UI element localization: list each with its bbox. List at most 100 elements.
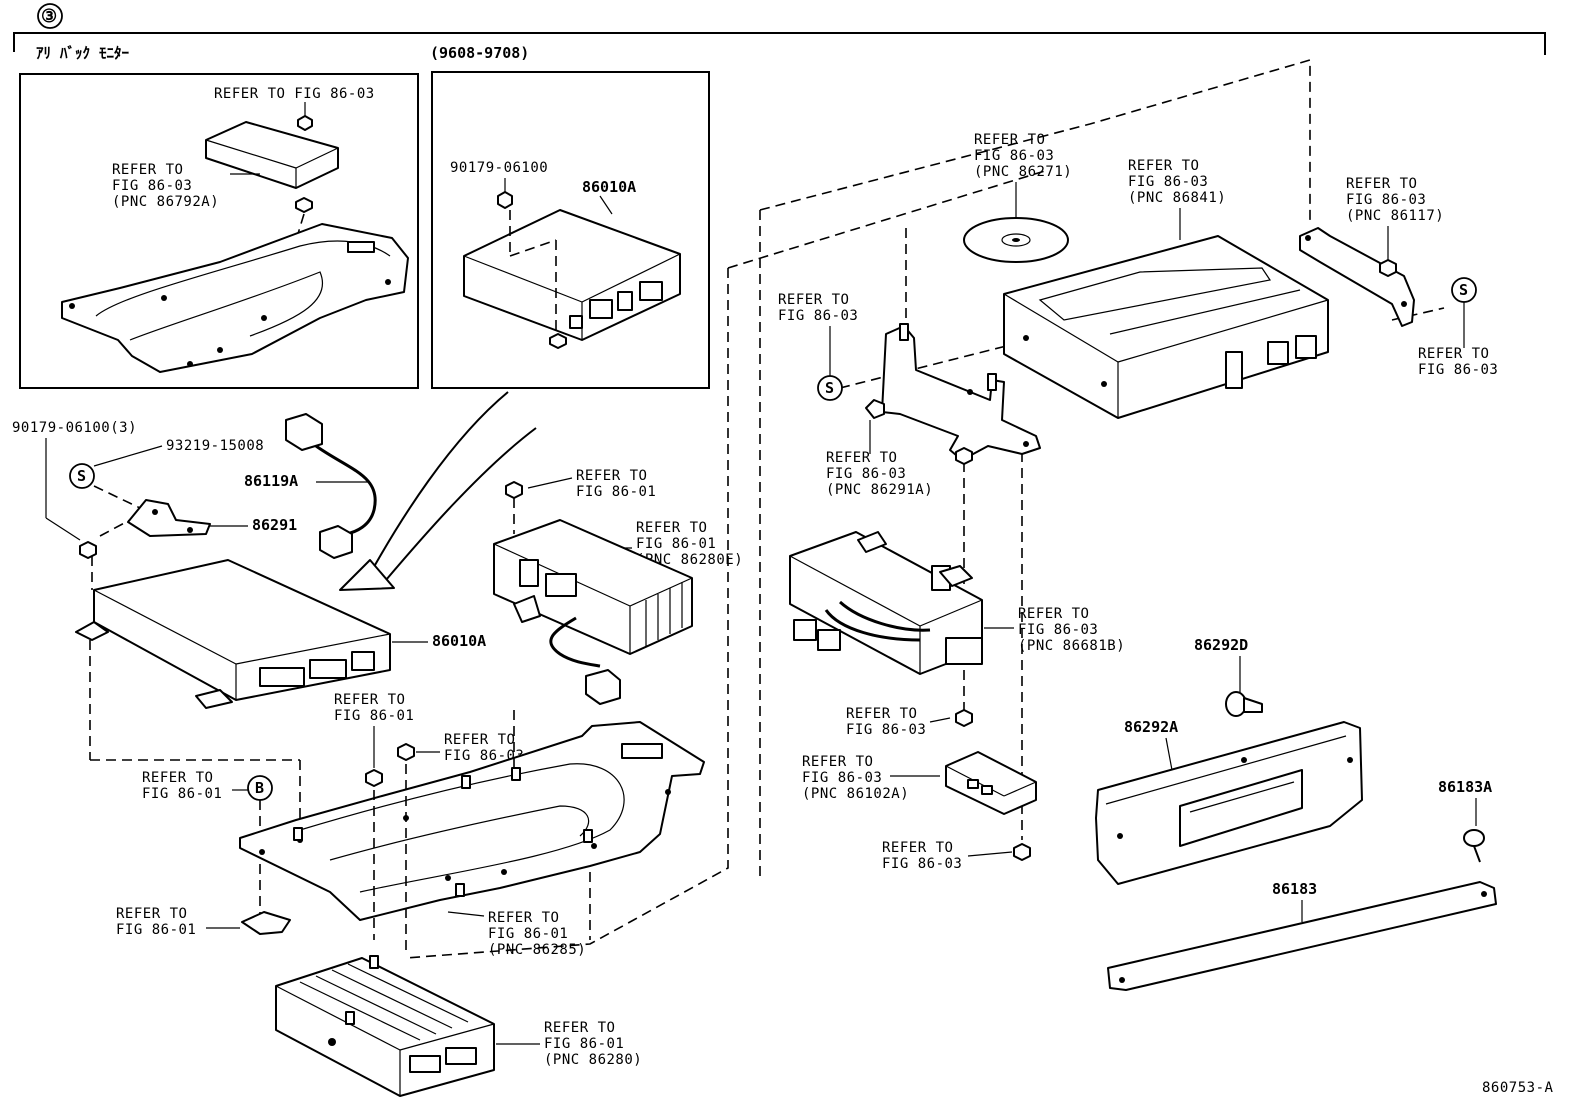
ref7-line1: REFER TO	[488, 910, 559, 926]
inset-left-refer-top: REFER TO FIG 86-03	[214, 86, 375, 102]
right-upper-assembly: REFER TO FIG 86-03 (PNC 86271) REFER TO …	[778, 132, 1498, 498]
clip-86183a	[1463, 829, 1485, 847]
inset-left-refer-2: FIG 86-03	[112, 178, 192, 194]
section-frame: ③	[13, 3, 1546, 55]
inset-left-refer-3: (PNC 86792A)	[112, 194, 219, 210]
side-bracket	[1299, 227, 1415, 327]
wire-label: 86119A	[244, 472, 298, 490]
ref5-line2: FIG 86-01	[142, 786, 222, 802]
assembly-arrow-head	[339, 559, 395, 591]
ref3-line1: REFER TO	[334, 692, 405, 708]
ref15-line2: FIG 86-03	[1018, 622, 1098, 638]
inset-right-part-label: 86010A	[582, 178, 636, 196]
screw-symbol: S	[77, 467, 86, 485]
amplifier-label: 86010A	[432, 632, 486, 650]
refer-nut-86-01	[505, 481, 523, 499]
clip-symbol: B	[255, 779, 264, 797]
ref2-line2: FIG 86-01	[636, 536, 716, 552]
ref18-line2: FIG 86-03	[882, 856, 962, 872]
plate-86183	[1107, 881, 1497, 991]
ref6-line1: REFER TO	[116, 906, 187, 922]
ref11-line1: REFER TO	[1346, 176, 1417, 192]
s-symbol-left: S	[825, 379, 834, 397]
bracket-label: 86291	[252, 516, 297, 534]
plate-86183-label: 86183	[1272, 880, 1317, 898]
ref7-line3: (PNC 86285)	[488, 942, 586, 958]
ref10-line3: (PNC 86841)	[1128, 190, 1226, 206]
ref13-line1: REFER TO	[778, 292, 849, 308]
ref11-line3: (PNC 86117)	[1346, 208, 1444, 224]
ref17-line2: FIG 86-03	[802, 770, 882, 786]
section-number: ③	[41, 6, 57, 27]
ref15-line3: (PNC 86681B)	[1018, 638, 1125, 654]
panel-86292a-label: 86292A	[1124, 718, 1178, 736]
ref4-line2: FIG 86-03	[444, 748, 524, 764]
ref14-line1: REFER TO	[826, 450, 897, 466]
screw-symbol-circle	[69, 463, 95, 489]
ref4-line1: REFER TO	[444, 732, 515, 748]
assembly-arrow-shaft	[369, 391, 509, 575]
bolt-qty-label: 90179-06100(3)	[12, 420, 137, 436]
ref13-line2: FIG 86-03	[778, 308, 858, 324]
lower-bracket	[239, 721, 705, 921]
inset-9608-9708: (9608-9708) 90179-06100 86010A	[430, 44, 710, 389]
ref1-line2: FIG 86-01	[576, 484, 656, 500]
inset-left-title: ｱﾘ ﾊﾞｯｸ ﾓﾆﾀｰ	[36, 44, 130, 62]
ref3-line2: FIG 86-01	[334, 708, 414, 724]
ref9-line1: REFER TO	[974, 132, 1045, 148]
amp-86280: REFER TO FIG 86-01 (PNC 86280)	[275, 955, 642, 1097]
ref16-line2: FIG 86-03	[846, 722, 926, 738]
ref9-line2: FIG 86-03	[974, 148, 1054, 164]
amp-86280e: REFER TO FIG 86-01 REFER TO FIG 86-01 (P…	[493, 468, 743, 705]
ref2-line3: (PNC 86280E)	[636, 552, 743, 568]
ref2-line1: REFER TO	[636, 520, 707, 536]
ref10-line2: FIG 86-03	[1128, 174, 1208, 190]
ref17-line3: (PNC 86102A)	[802, 786, 909, 802]
ref12-line2: FIG 86-03	[1418, 362, 1498, 378]
wire-connector-top	[285, 413, 323, 451]
unit-bracket	[881, 325, 1041, 461]
ref8-line1: REFER TO	[544, 1020, 615, 1036]
inset-left-bracket	[61, 223, 409, 373]
ref12-line1: REFER TO	[1418, 346, 1489, 362]
s-symbol-right: S	[1459, 281, 1468, 299]
amp-86280e-body	[493, 519, 693, 655]
wire-connector-bottom	[319, 525, 353, 559]
amp-86280e-connector	[585, 669, 621, 705]
left-assembly: 90179-06100(3) 93219-15008 S 86119A 8629…	[12, 391, 537, 820]
inset-left-refer-1: REFER TO	[112, 162, 183, 178]
clip-86183a-label: 86183A	[1438, 778, 1492, 796]
clip-86-01	[241, 911, 291, 935]
left-nut	[79, 541, 97, 559]
figure-code: 860753-A	[1482, 1080, 1554, 1096]
ref18-line1: REFER TO	[882, 840, 953, 856]
ref1-line1: REFER TO	[576, 468, 647, 484]
bolt-86292d-label: 86292D	[1194, 636, 1248, 654]
ref10-line1: REFER TO	[1128, 158, 1199, 174]
screw-label: 93219-15008	[166, 438, 264, 454]
right-lower-assembly: 86292D 86292A 86183A 86183	[1095, 636, 1497, 991]
ref8-line3: (PNC 86280)	[544, 1052, 642, 1068]
inset-right-bolt-label: 90179-06100	[450, 160, 548, 176]
s-symbol-left-circle	[817, 375, 843, 401]
ref14-line2: FIG 86-03	[826, 466, 906, 482]
right-middle-assembly: REFER TO FIG 86-03 (PNC 86681B) REFER TO…	[789, 531, 1125, 872]
ref7-line2: FIG 86-01	[488, 926, 568, 942]
inset-rear-monitor: ｱﾘ ﾊﾞｯｸ ﾓﾆﾀｰ REFER TO FIG 86-03 REFER TO…	[19, 44, 419, 389]
inset-right-title: (9608-9708)	[430, 44, 529, 62]
ref11-line2: FIG 86-03	[1346, 192, 1426, 208]
ref8-line2: FIG 86-01	[544, 1036, 624, 1052]
ref15-line1: REFER TO	[1018, 606, 1089, 622]
amp-86280-body	[275, 957, 495, 1097]
dvd-player-unit	[1003, 235, 1329, 419]
sensor-86102a	[945, 751, 1037, 815]
ref16-line1: REFER TO	[846, 706, 917, 722]
lower-bracket-assembly: REFER TO FIG 86-01 REFER TO FIG 86-03 RE…	[116, 692, 705, 958]
bracket-86291	[127, 499, 211, 537]
inset-left-nut	[297, 115, 313, 131]
ref14-line3: (PNC 86291A)	[826, 482, 933, 498]
ref5-line1: REFER TO	[142, 770, 213, 786]
ref17-line1: REFER TO	[802, 754, 873, 770]
inset-left-monitor-unit	[205, 121, 339, 189]
